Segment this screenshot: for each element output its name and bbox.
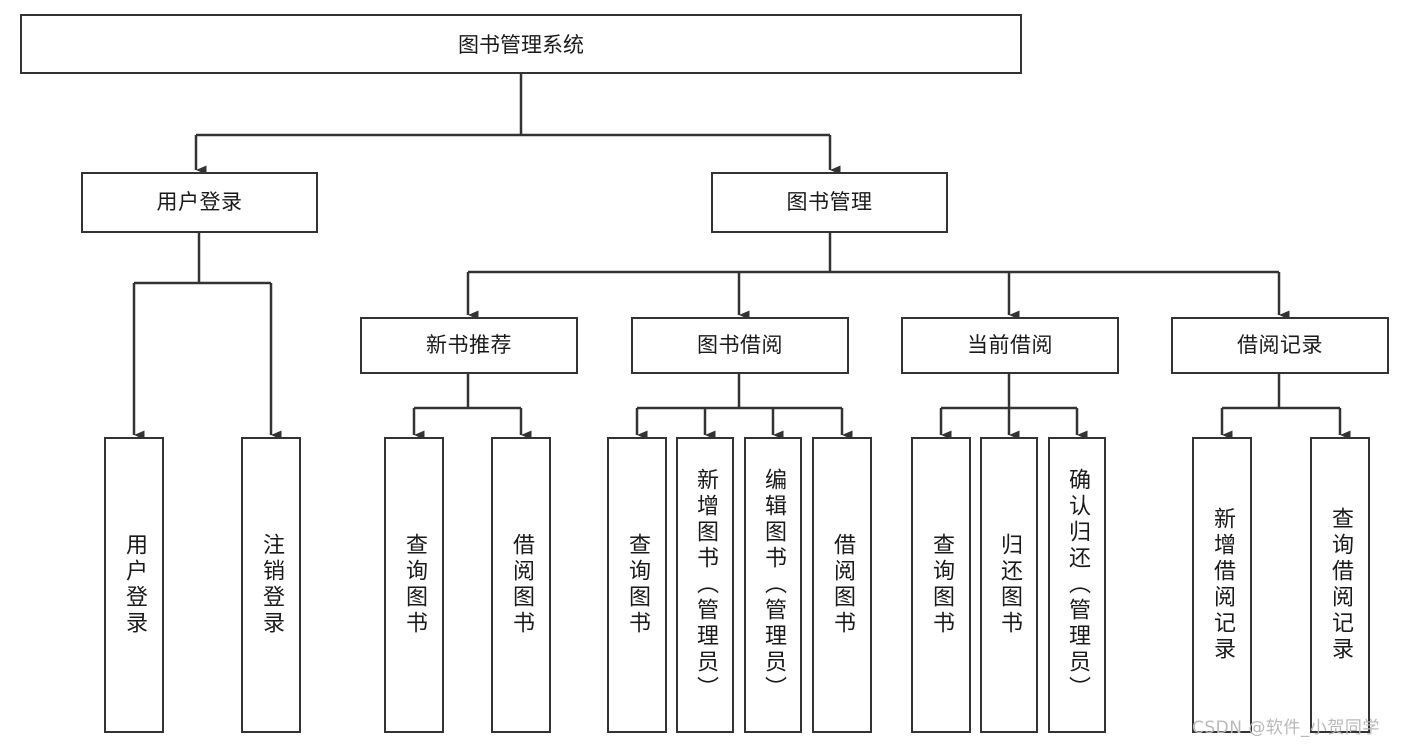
node-leaf-query-record[interactable]: 查询借阅记录 [1310, 437, 1370, 733]
node-book-borrow[interactable]: 图书借阅 [631, 317, 849, 374]
node-leaf-logout[interactable]: 注销登录 [241, 437, 301, 733]
node-current-borrow[interactable]: 当前借阅 [901, 317, 1119, 374]
node-leaf-query-book-3[interactable]: 查询图书 [911, 437, 971, 733]
node-leaf-edit-book[interactable]: 编辑图书（管理员） [744, 437, 802, 733]
node-leaf-add-record[interactable]: 新增借阅记录 [1192, 437, 1252, 733]
node-user-login[interactable]: 用户登录 [81, 172, 318, 233]
node-leaf-borrow-book-1[interactable]: 借阅图书 [491, 437, 551, 733]
node-leaf-confirm-return[interactable]: 确认归还（管理员） [1048, 437, 1106, 733]
node-leaf-return-book[interactable]: 归还图书 [980, 437, 1038, 733]
node-borrow-record[interactable]: 借阅记录 [1171, 317, 1389, 374]
node-leaf-query-book-1[interactable]: 查询图书 [384, 437, 444, 733]
node-leaf-query-book-2[interactable]: 查询图书 [607, 437, 667, 733]
node-leaf-borrow-book-2[interactable]: 借阅图书 [812, 437, 872, 733]
node-leaf-user-login[interactable]: 用户登录 [104, 437, 164, 733]
node-new-book-recommend[interactable]: 新书推荐 [360, 317, 578, 374]
node-book-management[interactable]: 图书管理 [711, 172, 948, 233]
node-root[interactable]: 图书管理系统 [20, 14, 1022, 74]
csdn-watermark: CSDN @软件_小贺同学 [1192, 718, 1380, 738]
node-leaf-add-book[interactable]: 新增图书（管理员） [676, 437, 734, 733]
